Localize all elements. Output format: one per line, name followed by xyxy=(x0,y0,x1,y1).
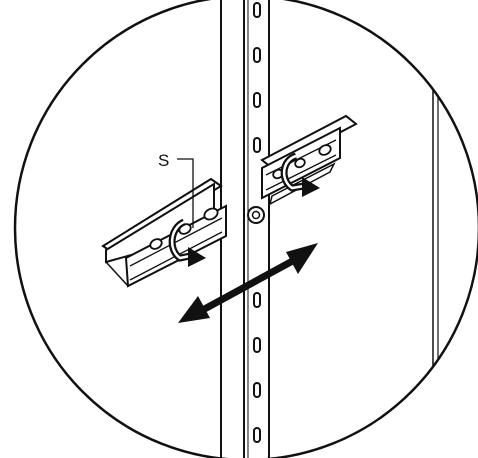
screw xyxy=(247,206,265,224)
post-hole-3 xyxy=(253,92,261,108)
post-hole-2 xyxy=(253,47,261,63)
post-hole-1 xyxy=(253,2,261,18)
callout-label-s: S xyxy=(158,151,169,170)
callout-leader xyxy=(177,158,194,228)
rack-post xyxy=(220,0,270,458)
post-hole-6 xyxy=(253,337,261,353)
rack-side-panel xyxy=(432,0,439,458)
post-hole-4 xyxy=(253,137,261,153)
clipped-content xyxy=(101,0,439,458)
post-hole-8 xyxy=(253,427,261,443)
tighten-rotation-arrow-right xyxy=(280,152,320,197)
tighten-rotation-arrow-left xyxy=(168,218,206,267)
slide-direction-arrow xyxy=(178,243,318,323)
detail-circle-frame xyxy=(13,0,478,458)
post-mounting-holes xyxy=(253,2,261,443)
post-hole-7 xyxy=(253,382,261,398)
post-hole-5 xyxy=(253,292,261,308)
left-rail-bracket xyxy=(101,177,227,288)
